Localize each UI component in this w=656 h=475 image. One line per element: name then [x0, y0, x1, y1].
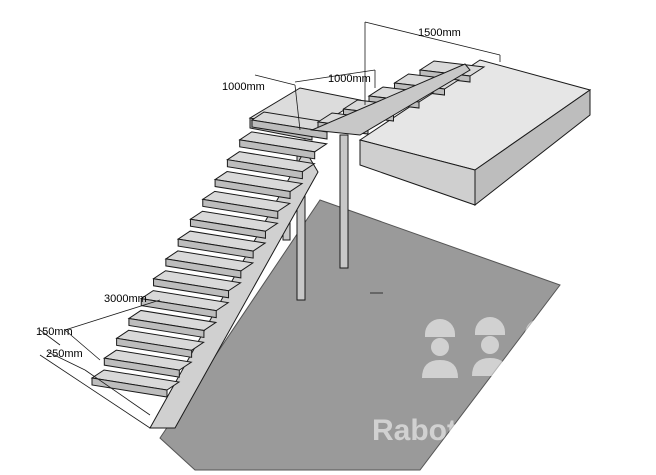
lower-tread-9-nosing [189, 218, 266, 239]
lower-tread-7-nosing [165, 258, 242, 279]
lower-tread-14 [250, 111, 341, 140]
dim-riser-height: 150mm [36, 326, 73, 338]
lower-tread-14-nosing [251, 119, 328, 140]
lower-tread-4 [127, 309, 218, 339]
lower-tread-9 [189, 210, 279, 239]
lower-tread-10-nosing [202, 198, 279, 219]
lower-tread-3 [115, 329, 205, 358]
lower-tread-13 [238, 131, 329, 160]
upper-flight-beam [310, 63, 471, 136]
floor-plane [159, 199, 561, 471]
watermark: Rabotniki.UA [372, 317, 560, 447]
lower-tread-8-nosing [177, 238, 254, 259]
lower-tread-1-nosing [91, 377, 168, 398]
upper-floor-slab [358, 59, 592, 207]
lower-tread-6 [152, 270, 242, 299]
dim-total-height: 3000mm [104, 293, 147, 305]
lower-tread-11-nosing [214, 178, 291, 200]
watermark-text: Rabotniki.UA [372, 414, 560, 447]
lower-tread-3-nosing [116, 337, 193, 358]
dim-top-span: 1500mm [418, 27, 461, 39]
lower-tread-8 [176, 230, 267, 259]
dimension-lines [39, 21, 501, 429]
lower-tread-12-nosing [226, 159, 303, 180]
lower-tread-2 [102, 349, 193, 378]
lower-tread-6-nosing [153, 278, 230, 299]
lower-flight-treads [90, 111, 341, 398]
lower-tread-11 [213, 171, 304, 200]
lower-tread-10 [201, 190, 292, 219]
lower-tread-4-nosing [128, 317, 205, 339]
dim-landing-depth: 1000mm [328, 73, 371, 85]
lower-tread-7 [164, 250, 255, 279]
three-workers-in-helmets-icon [422, 317, 558, 378]
lower-tread-13-nosing [239, 139, 316, 160]
lower-tread-12 [226, 151, 316, 180]
lower-tread-5 [139, 290, 230, 319]
lower-tread-5-nosing [140, 298, 217, 319]
dim-landing-width: 1000mm [222, 81, 265, 93]
lower-tread-1 [90, 369, 181, 398]
dim-tread-depth: 250mm [46, 348, 83, 360]
lower-tread-2-nosing [103, 357, 180, 378]
